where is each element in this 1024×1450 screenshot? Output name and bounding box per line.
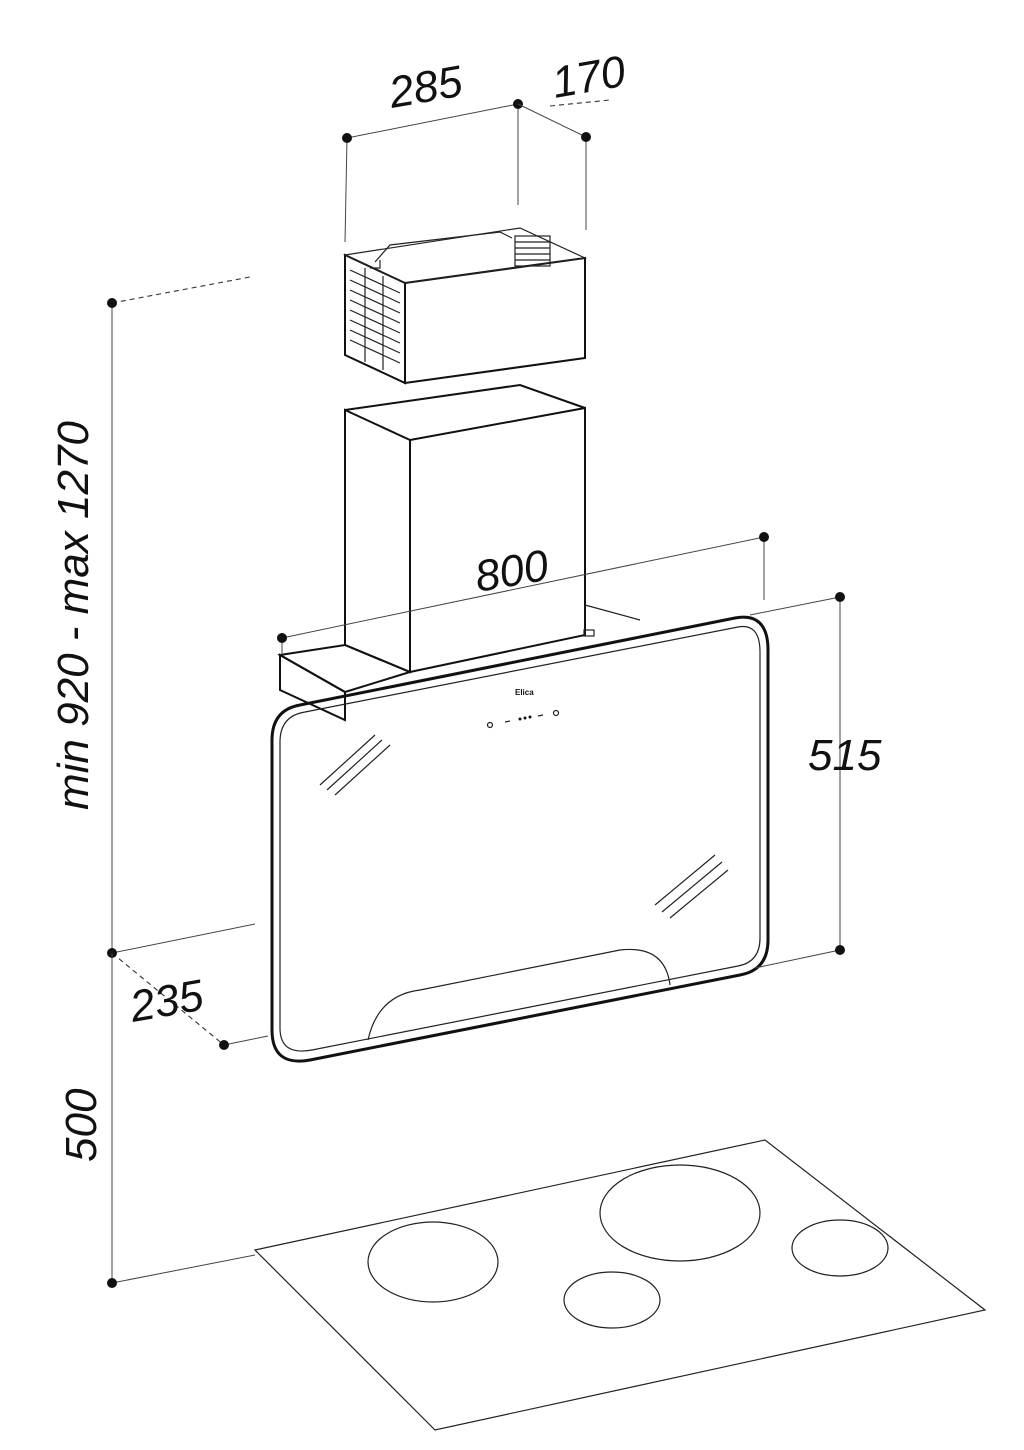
glass-panel: Elica bbox=[270, 615, 770, 1063]
vent-slots bbox=[349, 268, 401, 370]
label-base-depth: 235 bbox=[125, 971, 207, 1032]
chimney-upper-section bbox=[342, 227, 588, 385]
cooktop-burner-small-front bbox=[563, 1271, 661, 1329]
label-chimney-depth: 170 bbox=[548, 47, 629, 108]
cooktop-burner-large-right bbox=[599, 1164, 761, 1262]
dimension-chimney-depth: 170 bbox=[517, 47, 630, 230]
plus-button-icon[interactable] bbox=[537, 714, 544, 717]
dimension-height-range: min 920 - max 1270 bbox=[49, 276, 251, 953]
level-indicator-icon bbox=[528, 715, 532, 719]
hood-base bbox=[277, 604, 641, 722]
cooktop-burner-small-right bbox=[791, 1219, 889, 1277]
label-panel-height: 515 bbox=[808, 731, 882, 780]
level-indicator-icon bbox=[518, 717, 522, 721]
dimension-chimney-width: 285 bbox=[342, 57, 523, 243]
label-hood-width: 800 bbox=[471, 541, 552, 602]
brand-logo: Elica bbox=[515, 688, 534, 697]
level-indicator-icon bbox=[523, 716, 527, 720]
light-button-icon[interactable] bbox=[552, 709, 560, 717]
dimension-hood-width: 800 bbox=[277, 532, 769, 655]
minus-button-icon[interactable] bbox=[504, 720, 511, 723]
label-chimney-width: 285 bbox=[384, 57, 466, 118]
dimension-height-above-hob: 500 bbox=[57, 953, 256, 1288]
cooktop-burner-large-left bbox=[367, 1221, 499, 1303]
dimension-base-depth: 235 bbox=[107, 923, 269, 1050]
chimney-lower-section bbox=[344, 383, 586, 674]
control-panel bbox=[486, 709, 560, 729]
label-height-range: min 920 - max 1270 bbox=[49, 421, 98, 810]
label-height-above-hob: 500 bbox=[57, 1088, 106, 1162]
cooktop bbox=[253, 1139, 987, 1431]
dimension-panel-height: 515 bbox=[749, 592, 882, 969]
power-button-icon[interactable] bbox=[486, 721, 494, 729]
